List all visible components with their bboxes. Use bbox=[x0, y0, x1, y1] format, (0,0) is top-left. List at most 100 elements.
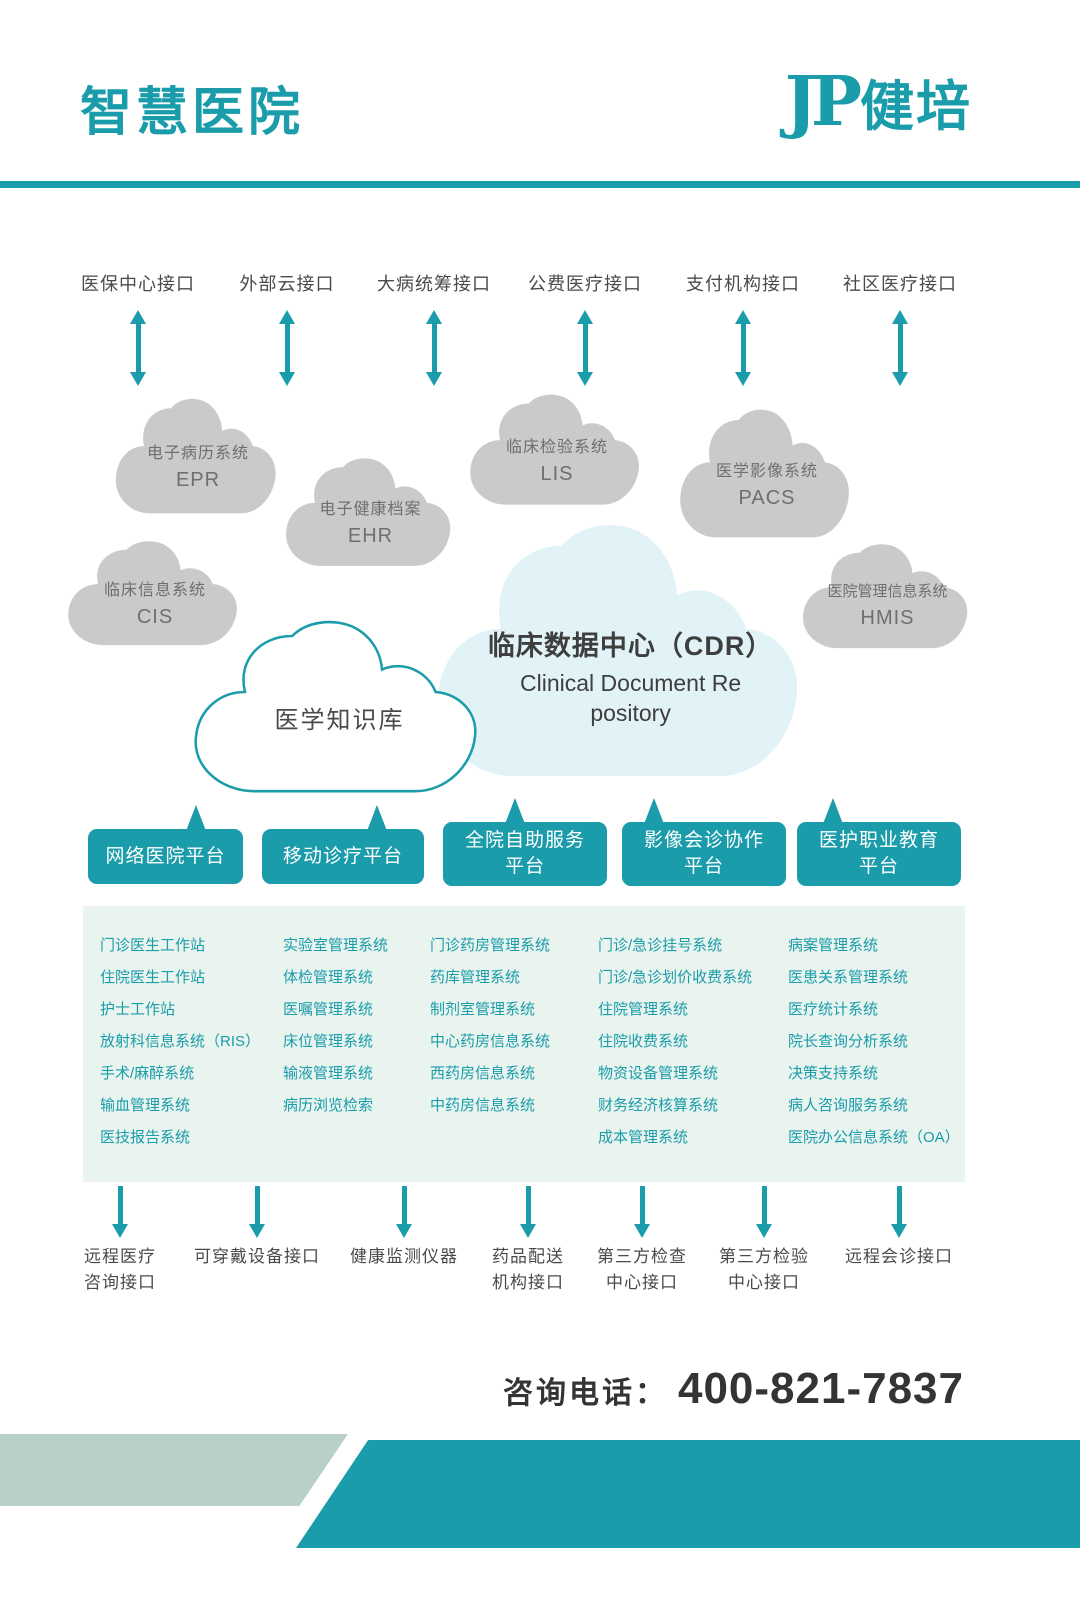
cloud-knowledge-base: 医学知识库 bbox=[182, 612, 497, 804]
system-item: 制剂室管理系统 bbox=[430, 1001, 536, 1018]
bottom-interface-health-monitor: 健康监测仪器 bbox=[319, 1186, 489, 1270]
cloud-epr-abbr: EPR bbox=[175, 468, 221, 491]
bubble-tail bbox=[644, 798, 664, 824]
platform-label: 医护职业教育 平台 bbox=[818, 830, 939, 877]
interface-label: 健康监测仪器 bbox=[350, 1247, 458, 1266]
down-arrow-icon bbox=[520, 1186, 536, 1238]
platform-imaging-consult: 影像会诊协作 平台 bbox=[622, 798, 786, 886]
phone-number: 400-821-7837 bbox=[677, 1364, 964, 1413]
cloud-ehr-abbr: EHR bbox=[347, 524, 394, 547]
phone-label: 咨询电话： bbox=[502, 1377, 668, 1410]
system-item: 住院收费系统 bbox=[598, 1033, 689, 1050]
platform-mobile-care: 移动诊疗平台 bbox=[262, 805, 424, 884]
cloud-hmis: 医院管理信息系统 HMIS bbox=[795, 538, 980, 656]
system-item: 门诊/急诊划价收费系统 bbox=[598, 969, 753, 986]
header-divider bbox=[0, 181, 1080, 188]
footer-decor-light-bar bbox=[0, 1434, 348, 1506]
platform-network-hospital: 网络医院平台 bbox=[88, 805, 243, 884]
interface-label: 社区医疗接口 bbox=[843, 274, 957, 294]
cloud-epr: 电子病历系统 EPR bbox=[108, 392, 288, 522]
system-item: 床位管理系统 bbox=[283, 1033, 374, 1050]
system-item: 门诊/急诊挂号系统 bbox=[598, 937, 723, 954]
double-arrow-icon bbox=[577, 310, 593, 386]
bottom-interface-remote-consult: 远程医疗 咨询接口 bbox=[35, 1186, 205, 1297]
double-arrow-icon bbox=[892, 310, 908, 386]
platform-self-service: 全院自助服务 平台 bbox=[443, 798, 607, 886]
system-item: 物资设备管理系统 bbox=[598, 1065, 719, 1082]
systems-column-3: 门诊药房管理系统 药库管理系统 制剂室管理系统 中心药房信息系统 西药房信息系统… bbox=[430, 936, 550, 1116]
cloud-hmis-name: 医院管理信息系统 bbox=[827, 583, 948, 601]
top-interface-community-medical: 社区医疗接口 bbox=[815, 270, 985, 386]
cloud-cdr: 临床数据中心（CDR） Clinical Document Re positor… bbox=[420, 510, 825, 795]
interface-label: 支付机构接口 bbox=[686, 274, 800, 294]
systems-column-2: 实验室管理系统 体检管理系统 医嘱管理系统 床位管理系统 输液管理系统 病历浏览… bbox=[283, 936, 388, 1116]
interface-label: 医保中心接口 bbox=[81, 274, 195, 294]
system-item: 实验室管理系统 bbox=[283, 937, 389, 954]
interface-label: 远程会诊接口 bbox=[845, 1247, 953, 1266]
cloud-ehr-name: 电子健康档案 bbox=[319, 500, 422, 518]
systems-column-5: 病案管理系统 医患关系管理系统 医疗统计系统 院长查询分析系统 决策支持系统 病… bbox=[788, 936, 960, 1148]
double-arrow-icon bbox=[279, 310, 295, 386]
interface-label: 远程医疗 咨询接口 bbox=[84, 1247, 156, 1293]
logo-company-name: 健培 bbox=[860, 77, 972, 137]
system-item: 医嘱管理系统 bbox=[283, 1001, 374, 1018]
system-item: 住院医生工作站 bbox=[100, 969, 206, 986]
system-item: 输血管理系统 bbox=[100, 1097, 191, 1114]
system-item: 护士工作站 bbox=[100, 1001, 176, 1018]
down-arrow-icon bbox=[891, 1186, 907, 1238]
his-systems-panel: 门诊医生工作站 住院医生工作站 护士工作站 放射科信息系统（RIS） 手术/麻醉… bbox=[83, 906, 965, 1182]
cloud-pacs-abbr: PACS bbox=[738, 486, 796, 509]
system-item: 中心药房信息系统 bbox=[430, 1033, 551, 1050]
system-item: 西药房信息系统 bbox=[430, 1065, 536, 1082]
system-item: 放射科信息系统（RIS） bbox=[100, 1033, 261, 1050]
cloud-epr-name: 电子病历系统 bbox=[146, 444, 249, 462]
cloud-cis-abbr: CIS bbox=[136, 606, 174, 629]
interface-label: 第三方检查 中心接口 bbox=[597, 1247, 687, 1293]
system-item: 财务经济核算系统 bbox=[598, 1097, 719, 1114]
system-item: 医院办公信息系统（OA） bbox=[788, 1129, 960, 1146]
system-item: 门诊医生工作站 bbox=[100, 937, 206, 954]
cloud-ehr: 电子健康档案 EHR bbox=[278, 452, 463, 574]
page-title: 智慧医院 bbox=[80, 84, 305, 142]
interface-label: 大病统筹接口 bbox=[377, 274, 491, 294]
top-interface-public-medical: 公费医疗接口 bbox=[500, 270, 670, 386]
system-item: 体检管理系统 bbox=[283, 969, 374, 986]
bottom-interface-remote-meeting: 远程会诊接口 bbox=[814, 1186, 984, 1270]
footer-decor-teal-bar bbox=[296, 1440, 1080, 1548]
platform-education: 医护职业教育 平台 bbox=[797, 798, 961, 886]
systems-column-1: 门诊医生工作站 住院医生工作站 护士工作站 放射科信息系统（RIS） 手术/麻醉… bbox=[100, 936, 260, 1148]
system-item: 手术/麻醉系统 bbox=[100, 1065, 195, 1082]
down-arrow-icon bbox=[634, 1186, 650, 1238]
double-arrow-icon bbox=[130, 310, 146, 386]
bottom-interface-third-party-test: 第三方检验 中心接口 bbox=[679, 1186, 849, 1297]
interface-label: 药品配送 机构接口 bbox=[492, 1247, 564, 1293]
cloud-hmis-abbr: HMIS bbox=[860, 607, 915, 630]
interface-label: 公费医疗接口 bbox=[528, 274, 642, 294]
top-interface-medical-insurance: 医保中心接口 bbox=[53, 270, 223, 386]
down-arrow-icon bbox=[396, 1186, 412, 1238]
system-item: 病案管理系统 bbox=[788, 937, 879, 954]
interface-label: 可穿戴设备接口 bbox=[194, 1247, 320, 1266]
cloud-cis-name: 临床信息系统 bbox=[103, 582, 206, 600]
system-item: 医疗统计系统 bbox=[788, 1001, 879, 1018]
logo-jp-monogram: JP bbox=[784, 62, 862, 142]
system-item: 医技报告系统 bbox=[100, 1129, 191, 1146]
platform-label: 影像会诊协作 平台 bbox=[643, 830, 764, 877]
system-item: 住院管理系统 bbox=[598, 1001, 689, 1018]
double-arrow-icon bbox=[426, 310, 442, 386]
bottom-interface-third-party-exam: 第三方检查 中心接口 bbox=[557, 1186, 727, 1297]
down-arrow-icon bbox=[112, 1186, 128, 1238]
system-item: 药库管理系统 bbox=[430, 969, 521, 986]
system-item: 医患关系管理系统 bbox=[788, 969, 909, 986]
down-arrow-icon bbox=[249, 1186, 265, 1238]
cloud-lis-abbr: LIS bbox=[540, 462, 574, 485]
top-interface-major-disease: 大病统筹接口 bbox=[349, 270, 519, 386]
jp-jianpei-logo: JP 健培 bbox=[785, 62, 972, 142]
cdr-subtitle: Clinical Document Re pository bbox=[520, 670, 742, 726]
interface-label: 第三方检验 中心接口 bbox=[719, 1247, 809, 1293]
systems-column-4: 门诊/急诊挂号系统 门诊/急诊划价收费系统 住院管理系统 住院收费系统 物资设备… bbox=[598, 936, 752, 1148]
bubble-tail bbox=[823, 798, 843, 824]
